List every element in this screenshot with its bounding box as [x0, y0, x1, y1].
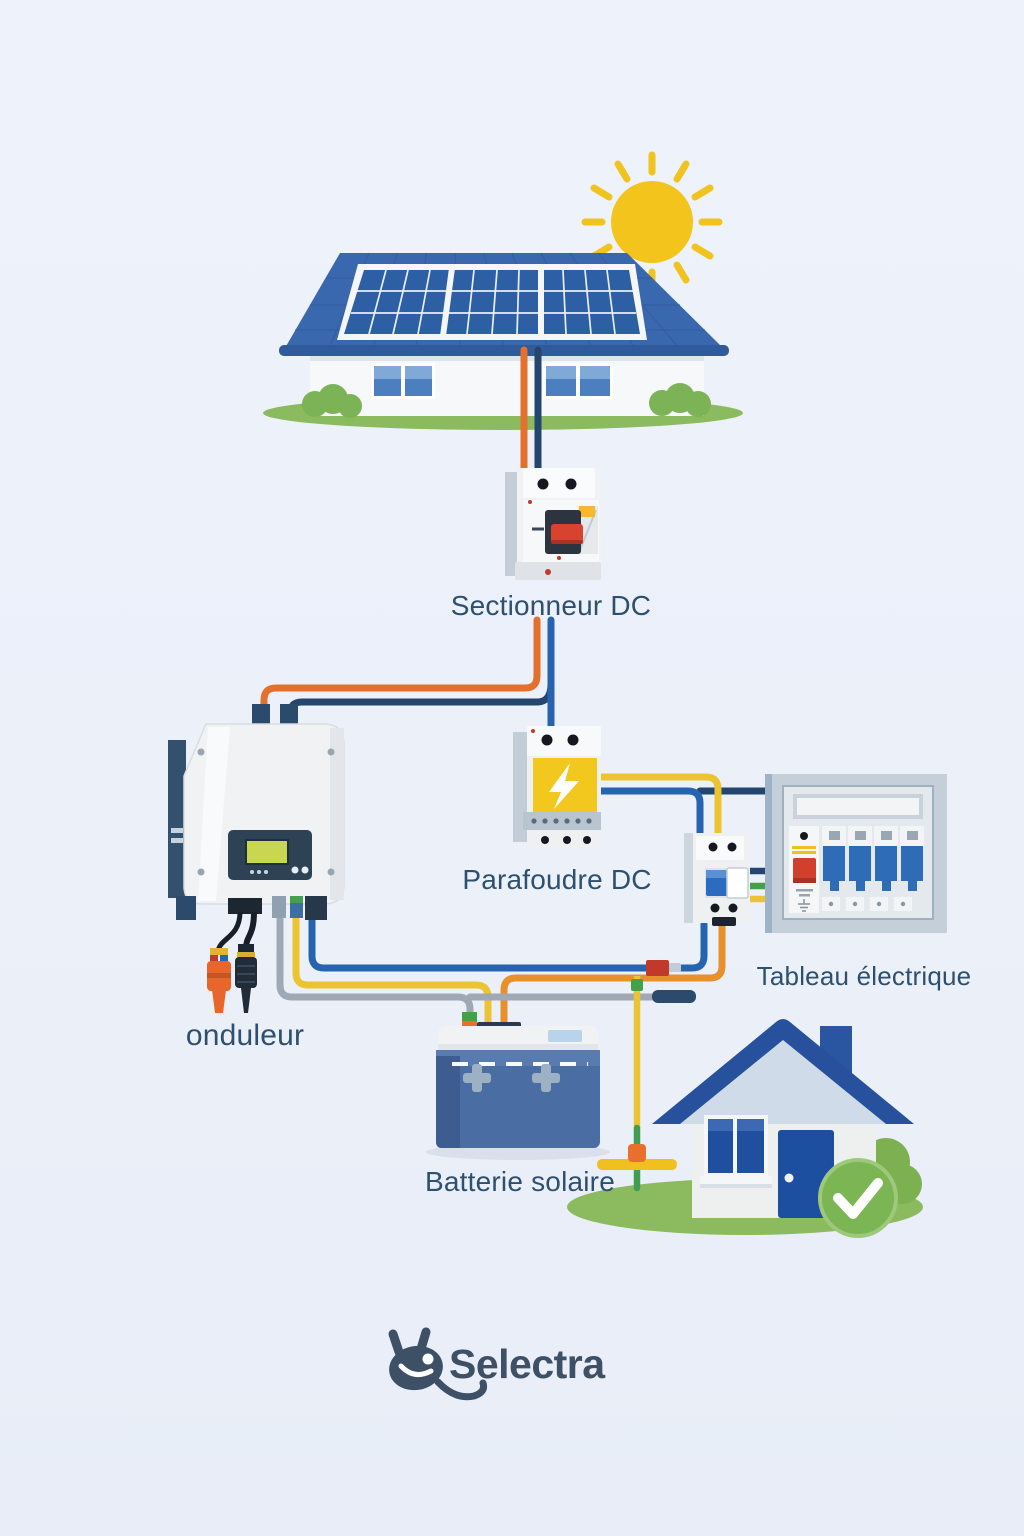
small-house-window	[700, 1115, 772, 1188]
battery-device	[426, 1012, 610, 1160]
wire-battery-yellow	[292, 914, 492, 1030]
breaker-row	[822, 826, 924, 891]
tableau-electrique-device	[765, 774, 947, 933]
sectionneur-dc-label: Sectionneur DC	[450, 590, 652, 621]
check-icon	[818, 1158, 898, 1238]
small-house	[652, 1019, 922, 1238]
inline-connector-red	[646, 960, 681, 976]
battery-handle-left	[463, 1064, 491, 1092]
onduleur-display	[228, 830, 312, 880]
parafoudre-dc-label: Parafoudre DC	[462, 864, 652, 895]
main-house-window-right	[543, 363, 613, 399]
parafoudre-device	[513, 726, 601, 848]
mc4-connectors	[207, 911, 257, 1013]
selectra-wordmark: Selectra	[449, 1341, 605, 1387]
batterie-solaire-label: Batterie solaire	[425, 1166, 615, 1197]
wire-battery-orange	[500, 920, 726, 1030]
wire-yellow-parafoudre	[594, 773, 722, 842]
plug-smiley-icon	[388, 1327, 488, 1401]
inline-splice-navy	[652, 990, 696, 1003]
differential-breaker-device	[684, 833, 750, 926]
battery-handle-right	[532, 1064, 560, 1092]
ground-electrode-icon	[597, 976, 677, 1192]
main-breaker-module	[789, 826, 819, 913]
wires	[260, 346, 784, 1030]
main-house	[279, 252, 729, 418]
onduleur-label: onduleur	[185, 1019, 305, 1052]
solar-panel-array	[337, 264, 647, 340]
main-house-window-left	[371, 363, 435, 399]
sectionneur-device	[505, 468, 601, 580]
wire-blue-parafoudre	[594, 787, 704, 842]
tableau-electrique-label: Tableau électrique	[756, 961, 972, 991]
bottom-module-row	[822, 897, 912, 911]
bush-left	[302, 384, 362, 418]
wire-dc-orange	[260, 616, 541, 724]
onduleur-device	[168, 704, 345, 1013]
wire-gray-main	[276, 914, 474, 1022]
sun-icon	[581, 151, 723, 293]
bush-right	[649, 383, 711, 417]
wire-ac-blue-bus	[308, 914, 708, 972]
lightning-bolt-icon	[549, 763, 579, 809]
